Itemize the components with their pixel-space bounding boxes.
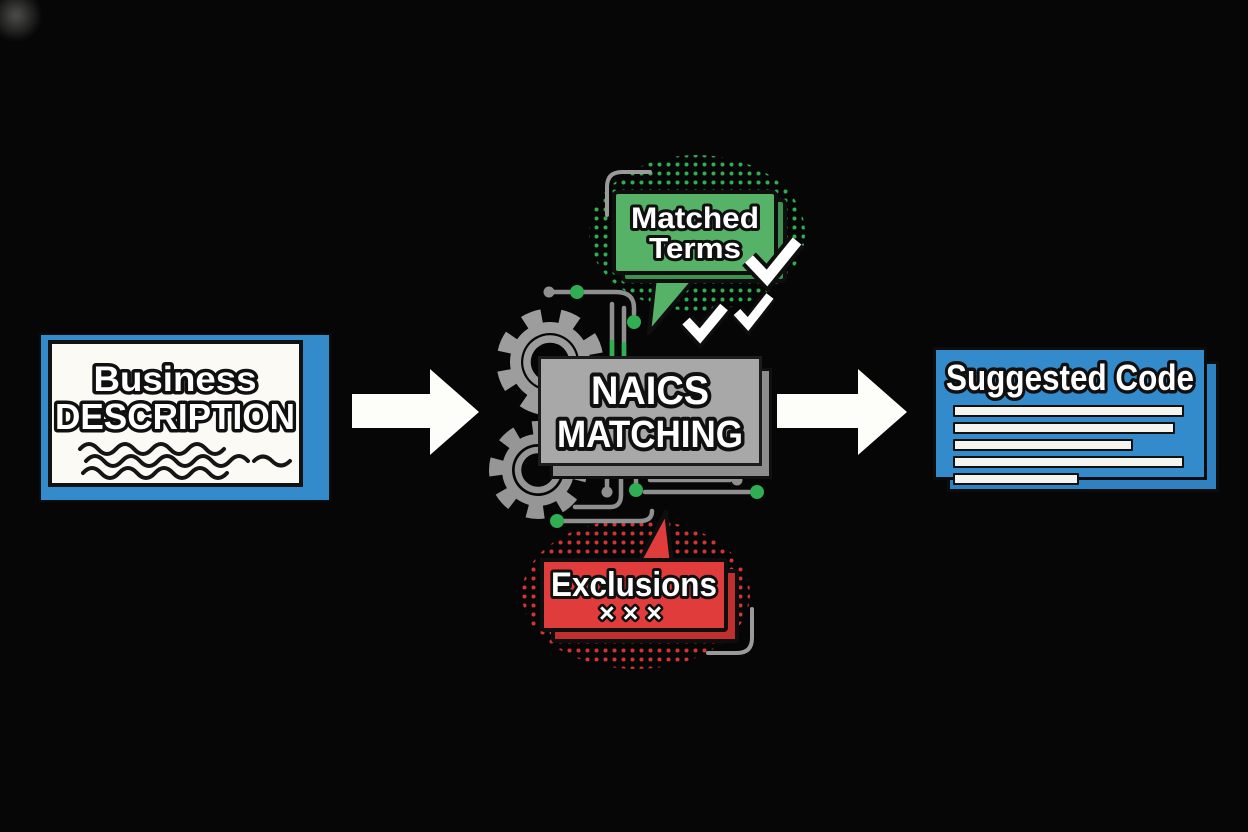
code-line xyxy=(953,422,1175,434)
exclusions-label: Exclusions xyxy=(551,566,717,604)
process-card-title-line1: NAICS xyxy=(591,369,709,413)
corner-bracket-icon xyxy=(605,170,652,217)
x-marks: ××× xyxy=(599,598,669,628)
input-card-title-line2: DESCRIPTION xyxy=(55,396,295,437)
exclusions-bubble: Exclusions ××× xyxy=(540,558,728,632)
matched-terms-label-line2: Terms xyxy=(649,233,741,265)
arrow-right-icon xyxy=(352,369,479,455)
process-card-title-line2: MATCHING xyxy=(557,414,743,456)
input-card-title-line1: Business xyxy=(94,360,257,399)
corner-bracket-icon xyxy=(706,607,754,655)
naics-matching-card: NAICS MATCHING xyxy=(538,356,762,466)
code-line xyxy=(953,439,1133,451)
code-line xyxy=(953,405,1184,417)
code-lines xyxy=(953,405,1187,485)
text-squiggle-lines xyxy=(78,442,292,480)
arrow-right-icon xyxy=(777,369,907,455)
matched-terms-bubble: Matched Terms xyxy=(612,190,778,275)
code-line xyxy=(953,456,1184,468)
matched-terms-label-line1: Matched xyxy=(631,202,759,235)
code-line xyxy=(953,473,1079,485)
suggested-code-card: Suggested Code xyxy=(933,347,1207,485)
output-card-title: Suggested Code xyxy=(946,357,1194,398)
business-description-card: Business DESCRIPTION xyxy=(48,340,303,487)
circuit-trace-top xyxy=(543,285,641,359)
